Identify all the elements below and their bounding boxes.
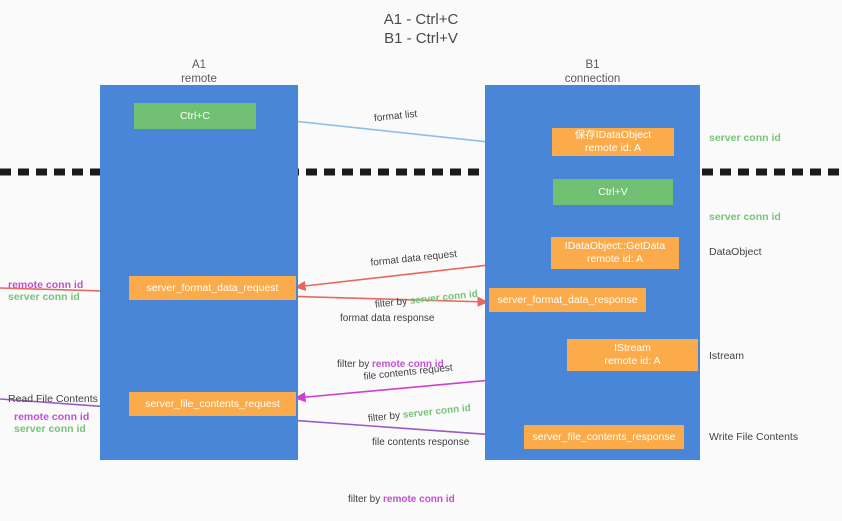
node-server-format-data-request[interactable]: server_format_data_request [129, 276, 296, 300]
label-write-file-contents: Write File Contents [709, 431, 799, 443]
node-ctrl-v[interactable]: Ctrl+V [553, 179, 673, 205]
edge-label-file-contents-response-line1: file contents response [372, 437, 470, 448]
label-remote-conn-id-1: remote conn id [8, 279, 84, 291]
remote-conn-id-emphasis: remote conn id [383, 494, 455, 505]
page-title: A1 - Ctrl+C B1 - Ctrl+V [383, 11, 459, 47]
lane-header-a1: A1 remote [181, 59, 217, 85]
node-server-file-contents-response[interactable]: server_file_contents_response [524, 425, 684, 449]
label-dataobject: DataObject [709, 246, 762, 258]
label-server-conn-id-1: server conn id [8, 291, 80, 303]
node-save-idataobject[interactable]: 保存IDataObject remote id: A [552, 128, 674, 156]
edge-label-format-data-response: format data response filter by remote co… [337, 284, 444, 386]
edge-label-file-contents-response-line2: filter by remote conn id [348, 493, 469, 507]
label-istream: Istream [709, 350, 745, 362]
edge-label-file-contents-response: file contents response filter by remote … [348, 408, 469, 521]
lane-header-b1: B1 connection [564, 59, 621, 85]
node-istream[interactable]: IStream remote id: A [567, 339, 698, 371]
node-server-format-data-response[interactable]: server_format_data_response [489, 288, 646, 312]
edge-label-format-data-request-line1: format data request [370, 248, 458, 269]
edge-label-format-data-response-line1: format data response [340, 313, 435, 324]
filter-by-prefix: filter by [337, 359, 373, 370]
filter-by-prefix: filter by [348, 494, 384, 505]
node-server-file-contents-request[interactable]: server_file_contents_request [129, 392, 296, 416]
node-idataobject-getdata[interactable]: IDataObject::GetData remote id: A [551, 237, 679, 269]
edge-label-file-contents-request-line1: file contents request [363, 362, 454, 383]
label-server-conn-id-mid: server conn id [709, 211, 781, 223]
label-read-file-contents: Read File Contents [8, 393, 98, 405]
label-server-conn-id-top: server conn id [709, 132, 781, 144]
label-remote-conn-id-2: remote conn id [14, 411, 90, 423]
node-ctrl-c[interactable]: Ctrl+C [134, 103, 256, 129]
edge-label-format-data-response-line2: filter by remote conn id [337, 358, 444, 372]
label-server-conn-id-2: server conn id [14, 423, 86, 435]
remote-conn-id-emphasis: remote conn id [372, 359, 444, 370]
